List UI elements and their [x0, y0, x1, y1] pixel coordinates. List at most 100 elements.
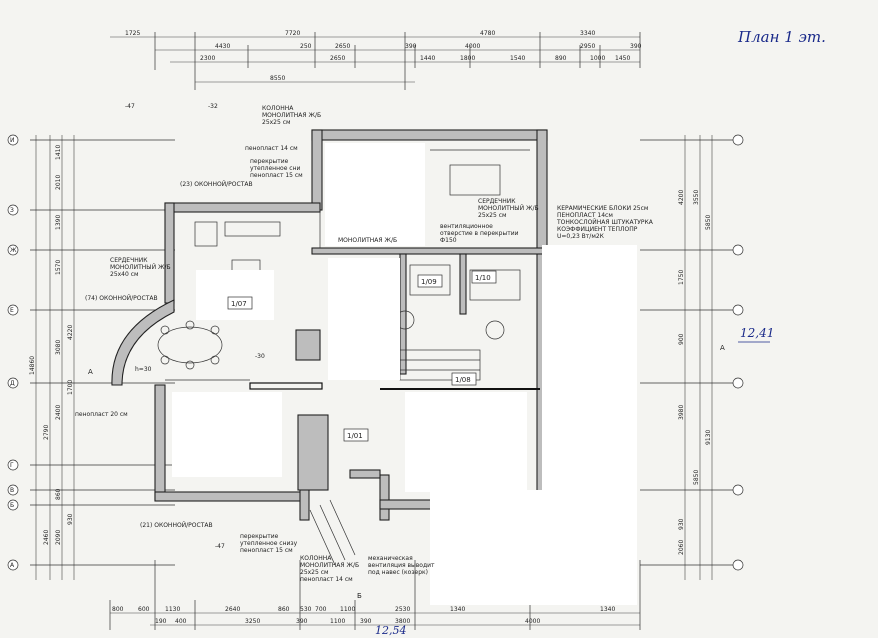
note-overlap-bottom-3: пенопласт 15 см	[240, 547, 293, 554]
top-dim-2: 7720	[285, 30, 300, 37]
room-1-10-label: 1/10	[475, 274, 491, 282]
bottom-dim-3: 1130	[165, 606, 180, 613]
axis-label-g: Г	[10, 462, 14, 469]
bottom-dim2-7: 3800	[395, 618, 410, 625]
note-foam-left: пенопласт 20 см	[75, 411, 128, 418]
right-dimension-lines	[640, 135, 735, 580]
left-dim-11: 930	[67, 513, 74, 525]
room-1-07-label: 1/07	[231, 300, 247, 308]
interior-details	[157, 149, 540, 566]
note-overlap-top-2: утепленное сни	[250, 165, 301, 172]
axis-label-i: И	[10, 137, 15, 144]
top-dimension-lines	[110, 32, 641, 90]
left-dim-4: 1570	[55, 260, 62, 275]
axis-label-d: Д	[10, 380, 15, 387]
right-dim-7: 9130	[705, 430, 712, 445]
note-wall-spec-5: U=0,23 Вт/м2К	[557, 233, 605, 240]
bottom-dim-11: 1340	[600, 606, 615, 613]
left-dim-overall: 14860	[29, 356, 36, 375]
note-column-bottom-4: пенопласт 14 см	[300, 576, 353, 583]
note-core-right-1: СЕРДЕЧНИК	[478, 198, 516, 205]
note-overlap-top-1: перекрытие	[250, 158, 289, 165]
left-dim-9: 2790	[43, 425, 50, 440]
axis-label-b: Б	[10, 502, 14, 509]
handwritten-elevation-right: 12,41	[740, 326, 774, 340]
top-dim2-7: 390	[630, 43, 642, 50]
axis-label-z: З	[10, 207, 14, 214]
left-dim-1: 1410	[55, 145, 62, 160]
top-dim3-8: 1450	[615, 55, 630, 62]
bottom-dim-2: 600	[138, 606, 150, 613]
top-dim3-2: 2650	[330, 55, 345, 62]
note-column-bottom-3: 25х25 см	[300, 569, 329, 576]
note-wall-spec-2: ПЕНОПЛАСТ 14см	[557, 212, 613, 219]
top-dim-1: 1725	[125, 30, 140, 37]
top-dim2-4: 390	[405, 43, 417, 50]
note-column-top-3: 25х25 см	[262, 119, 291, 126]
bottom-dim-8: 1100	[340, 606, 355, 613]
axis-label-e: Е	[10, 307, 14, 314]
bottom-dim-4: 2640	[225, 606, 240, 613]
right-dim-6: 3980	[678, 405, 685, 420]
bottom-dim-6: 530	[300, 606, 312, 613]
level-mark-2: -32	[208, 103, 218, 110]
note-window-lintel-mid: (74) ОКОННОЙ/РОСТАВ	[85, 295, 158, 302]
overall-dim: 8550	[270, 75, 285, 82]
note-column-bottom-1: КОЛОННА	[300, 555, 332, 562]
note-vent-bottom-3: под навес (козерк)	[368, 569, 428, 576]
top-dim3-5: 1540	[510, 55, 525, 62]
note-core-left-3: 25х40 см	[110, 271, 139, 278]
left-dim-6: 3080	[55, 340, 62, 355]
left-dim-7: 1700	[67, 380, 74, 395]
note-core-left-2: МОНОЛИТНЫЙ Ж/Б	[110, 264, 171, 271]
right-dim-4: 1750	[678, 270, 685, 285]
left-dims-text: 1410 2010 1390 1570 4220 3080 1700 2400 …	[29, 145, 74, 545]
note-overlap-top-3: пенопласт 15 см	[250, 172, 303, 179]
room-1-08-label: 1/08	[455, 376, 471, 384]
note-vent-3: Ф150	[440, 237, 457, 244]
section-mark-right: А	[720, 344, 725, 352]
note-wall-spec-4: КОЭФФИЦИЕНТ ТЕПЛОПР	[557, 226, 638, 233]
room-1-01-label: 1/01	[347, 432, 363, 440]
bottom-dim2-3: 3250	[245, 618, 260, 625]
left-axis-markers	[7, 134, 19, 571]
stair-height-label: h=30	[135, 366, 152, 373]
note-foam-top: пенопласт 14 см	[245, 145, 298, 152]
left-dim-13: 2460	[43, 530, 50, 545]
right-dim-8: 5850	[693, 470, 700, 485]
bottom-dim-7: 700	[315, 606, 327, 613]
room-1-09-label: 1/09	[421, 278, 437, 286]
top-dim3-1: 2300	[200, 55, 215, 62]
note-vent-bottom-2: вентиляция выводит	[368, 562, 435, 569]
left-dim-3: 1390	[55, 215, 62, 230]
right-dim-9: 930	[678, 518, 685, 530]
bottom-dim2-6: 390	[360, 618, 372, 625]
note-window-lintel-bottom: (21) ОКОННОЙ/РОСТАВ	[140, 522, 213, 529]
note-core-left-1: СЕРДЕЧНИК	[110, 257, 148, 264]
right-dim-3: 5850	[705, 215, 712, 230]
note-vent-1: вентиляционное	[440, 223, 493, 230]
left-dim-8: 2400	[55, 405, 62, 420]
room-tags	[227, 270, 497, 442]
note-window-lintel-top: (23) ОКОННОЙ/РОСТАВ	[180, 181, 253, 188]
right-axis-markers	[732, 134, 744, 571]
top-dim3-4: 1800	[460, 55, 475, 62]
top-dim3-7: 1000	[590, 55, 605, 62]
bottom-dim2-5: 1100	[330, 618, 345, 625]
right-dims-text: 4200 3550 5850 1750 900 3980 9130 5850 9…	[678, 190, 712, 555]
axis-label-a: А	[10, 562, 15, 569]
top-dim3-3: 1440	[420, 55, 435, 62]
note-monolithic: МОНОЛИТНАЯ Ж/Б	[338, 237, 397, 244]
bottom-dim-9: 2530	[395, 606, 410, 613]
axis-label-zh: Ж	[10, 247, 17, 254]
note-overlap-bottom-2: утепленное снизу	[240, 540, 298, 547]
left-dim-5: 4220	[67, 325, 74, 340]
handwritten-elevation-bottom: 12,54	[375, 624, 407, 637]
blanked-areas	[172, 143, 637, 605]
top-dim3-6: 890	[555, 55, 567, 62]
note-column-top-1: КОЛОННА	[262, 105, 294, 112]
top-dim2-5: 4000	[465, 43, 480, 50]
bottom-dim2-1: 190	[155, 618, 167, 625]
right-dim-2: 3550	[693, 190, 700, 205]
note-column-bottom-2: МОНОЛИТНАЯ Ж/Б	[300, 562, 359, 569]
